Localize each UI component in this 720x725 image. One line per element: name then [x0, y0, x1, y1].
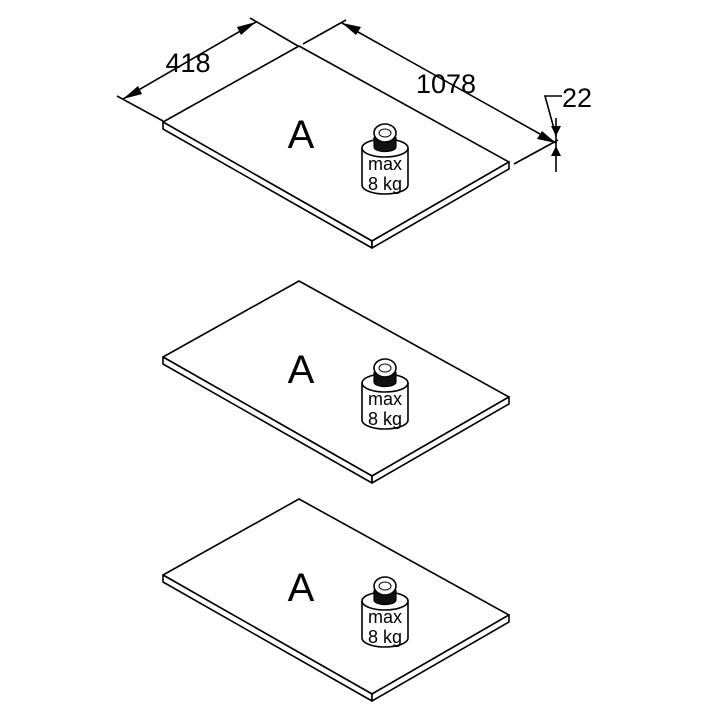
dim-width-extension-left: [116, 95, 164, 122]
dim-length-arrow-left: [342, 23, 361, 35]
weight-icon: max 8 kg: [361, 123, 409, 195]
weight-value-label: 8 kg: [368, 174, 402, 194]
weight-icon: max 8 kg: [361, 358, 409, 430]
dim-width-arrow-right: [237, 22, 256, 35]
weight-max-label: max: [368, 389, 402, 409]
shelf-panel-1: A max 8 kg: [162, 45, 510, 249]
weight-value-label: 8 kg: [368, 409, 402, 429]
shelf-top-face: [162, 498, 510, 695]
dim-width-label: 418: [165, 48, 210, 78]
dim-length-extension-right: [513, 139, 559, 165]
dim-length-extension-left: [302, 19, 347, 45]
dim-width-extension-right: [249, 17, 299, 47]
shelf-side-edge: [371, 161, 510, 249]
dimension-arrowheads: [123, 22, 561, 156]
dim-thickness-leader: [543, 95, 562, 137]
shelf-side-edge: [371, 614, 510, 702]
weight-max-label: max: [368, 607, 402, 627]
dim-thickness-arrow-bottom: [551, 146, 561, 156]
dim-width-line: [122, 21, 257, 100]
shelf-panel-3: A max 8 kg: [162, 498, 510, 702]
shelf-panel-2: A max 8 kg: [162, 280, 510, 484]
dim-length-label: 1078: [416, 69, 476, 99]
shelf-top-face: [162, 280, 510, 477]
dim-length-arrow-right: [537, 131, 556, 143]
dim-length-line: [341, 22, 557, 144]
weight-icon: max 8 kg: [361, 576, 409, 648]
part-label: A: [288, 566, 315, 610]
shelf-side-edge: [371, 396, 510, 484]
part-label: A: [288, 113, 315, 157]
dim-width-arrow-left: [123, 86, 142, 99]
dim-thickness-label: 22: [562, 83, 592, 113]
dim-thickness-arrow-top: [551, 126, 561, 136]
weight-max-label: max: [368, 154, 402, 174]
weight-value-label: 8 kg: [368, 627, 402, 647]
part-label: A: [288, 348, 315, 392]
